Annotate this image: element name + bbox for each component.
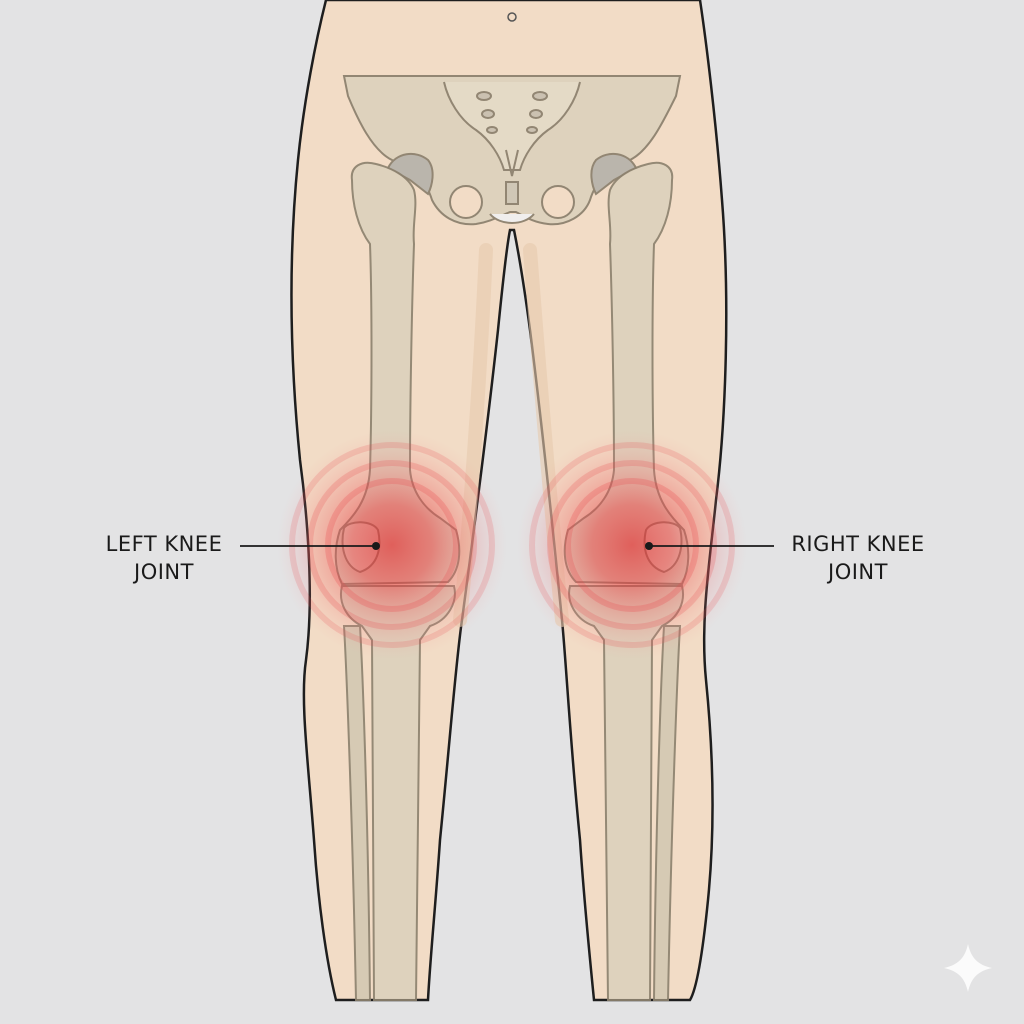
left-knee-leader-line: [240, 542, 380, 550]
sparkle-icon: [944, 944, 992, 992]
right-knee-label: RIGHT KNEE JOINT: [780, 530, 936, 586]
right-leg-bones: [563, 161, 690, 1001]
right-knee-label-line1: RIGHT KNEE: [791, 532, 925, 556]
left-knee-pain-highlight: [277, 430, 507, 660]
navel: [507, 12, 517, 22]
right-knee-label-line2: JOINT: [828, 560, 888, 584]
left-knee-label-line1: LEFT KNEE: [105, 532, 223, 556]
pelvis: [342, 75, 682, 226]
left-knee-label-line2: JOINT: [134, 560, 194, 584]
right-knee-leader-line: [645, 542, 774, 550]
left-knee-label: LEFT KNEE JOINT: [96, 530, 232, 586]
right-knee-pain-highlight: [517, 430, 747, 660]
